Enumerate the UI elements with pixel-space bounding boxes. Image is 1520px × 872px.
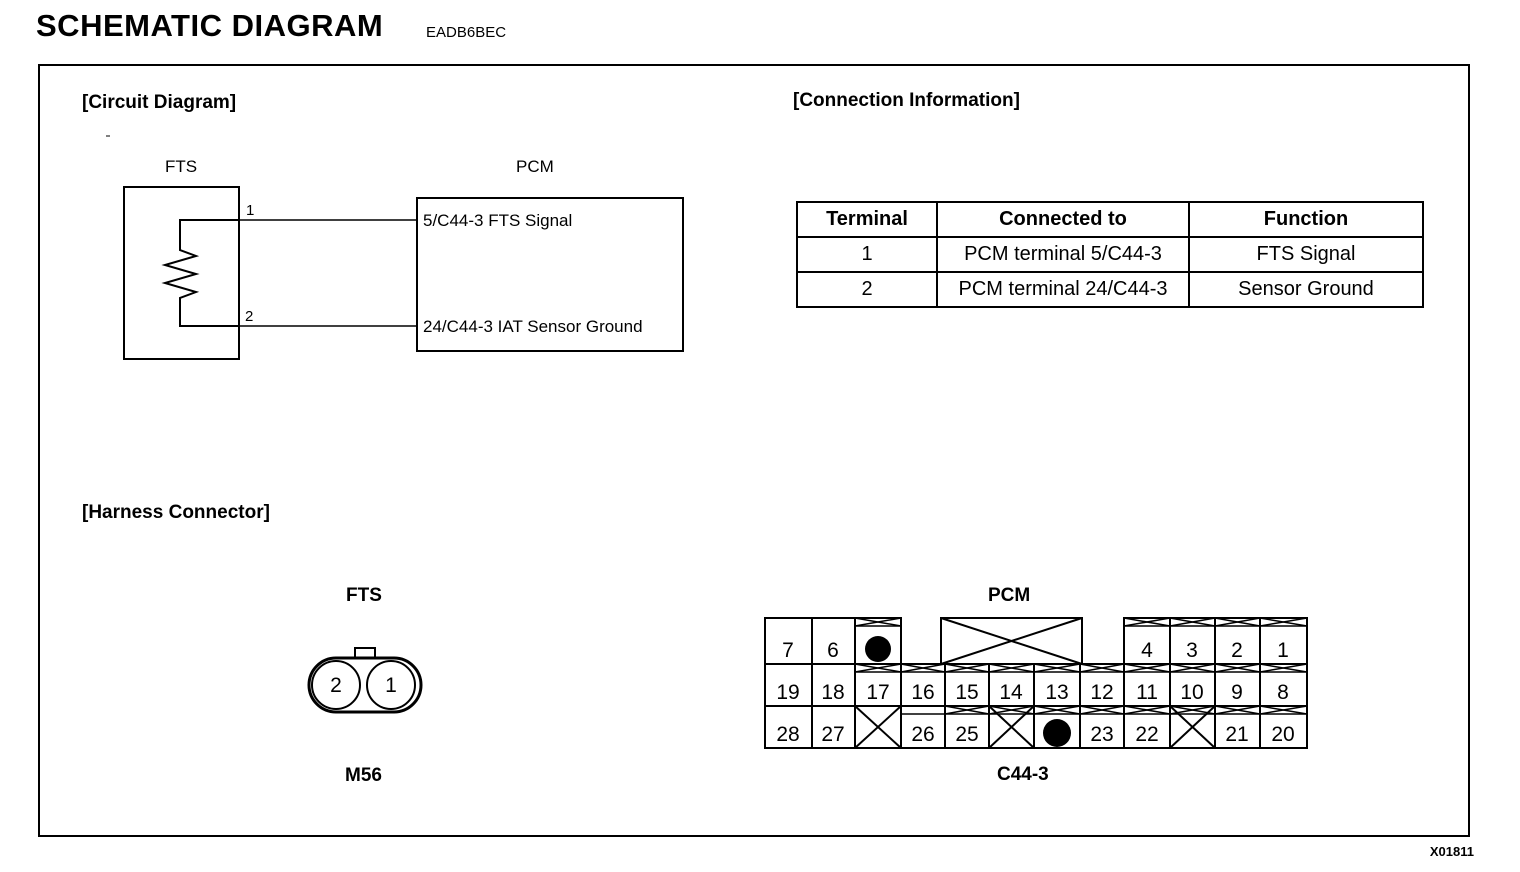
fts-pin-2: 2 [330,674,342,697]
cell-connected-to: PCM terminal 24/C44-3 [936,271,1190,308]
pin-2-label: 2 [245,308,254,325]
connection-information-heading: [Connection Information] [793,90,1020,111]
pcm-pin: 10 [1180,681,1203,704]
pcm-pin: 17 [866,681,889,704]
pin-1-circle [366,660,416,710]
header-function: Function [1188,201,1424,238]
iat-ground-terminal-label: 24/C44-3 IAT Sensor Ground [423,317,643,336]
cell-terminal: 2 [796,271,938,308]
pcm-pin: 23 [1090,723,1113,746]
pcm-pin: 15 [955,681,978,704]
connection-table: Terminal Connected to Function 1 PCM ter… [796,201,1424,308]
circuit-diagram [106,135,684,360]
thermistor-resistor-icon [161,219,239,327]
circuit-fts-label: FTS [165,157,198,176]
pcm-pin: 9 [1231,681,1243,704]
circuit-diagram-heading: [Circuit Diagram] [82,92,237,113]
pcm-pin: 8 [1277,681,1289,704]
pcm-pin: 25 [955,723,978,746]
pcm-pin: 4 [1141,639,1153,662]
pcm-pin: 20 [1271,723,1294,746]
terminal-5-used-dot [865,636,891,662]
pcm-connector-c44-3: 7 6 4 3 2 1 19 18 17 16 15 14 13 12 11 1… [764,617,1308,749]
pcm-pin: 22 [1135,723,1158,746]
pcm-pin: 12 [1090,681,1113,704]
fts-connector-title: FTS [346,585,382,606]
pcm-pin: 11 [1136,681,1158,704]
pcm-pin: 16 [911,681,934,704]
fts-sensor-box [123,186,240,360]
pcm-pin: 14 [999,681,1023,704]
pcm-connector-title: PCM [988,585,1031,606]
table-row: 1 PCM terminal 5/C44-3 FTS Signal [796,236,1424,273]
fts-connector-m56: 2 1 [307,647,423,714]
figure-code: X01811 [1429,844,1474,859]
pcm-pin: 28 [776,723,799,746]
pcm-pin: 13 [1045,681,1068,704]
fts-pin-1: 1 [385,674,397,697]
terminal-24-used-dot [1043,719,1071,747]
pcm-connector-name: C44-3 [997,764,1049,785]
pcm-pin: 18 [821,681,844,704]
cell-terminal: 1 [796,236,938,273]
table-row: 2 PCM terminal 24/C44-3 Sensor Ground [796,271,1424,308]
pcm-pin: 19 [776,681,799,704]
pcm-pin: 7 [782,639,794,662]
cell-function: Sensor Ground [1188,271,1424,308]
table-header-row: Terminal Connected to Function [796,201,1424,238]
pcm-pin: 3 [1186,639,1198,662]
pcm-pin: 1 [1277,639,1289,662]
fts-signal-terminal-label: 5/C44-3 FTS Signal [423,211,573,230]
fts-connector-name: M56 [345,765,382,786]
document-code: EADB6BEC [426,24,507,41]
pin-1-label: 1 [246,202,255,219]
pcm-pin: 27 [821,723,844,746]
header-terminal: Terminal [796,201,938,238]
cell-function: FTS Signal [1188,236,1424,273]
pcm-pin: 6 [827,639,839,662]
pcm-pin: 21 [1225,723,1248,746]
pcm-pin: 26 [911,723,934,746]
diagram-frame [38,64,1470,837]
harness-connector-heading: [Harness Connector] [82,502,270,523]
pcm-box [416,197,684,352]
cell-connected-to: PCM terminal 5/C44-3 [936,236,1190,273]
pcm-pin: 2 [1231,639,1243,662]
pin-2-circle [311,660,361,710]
circuit-pcm-label: PCM [516,157,554,176]
header-connected-to: Connected to [936,201,1190,238]
page-title: SCHEMATIC DIAGRAM [36,8,384,43]
